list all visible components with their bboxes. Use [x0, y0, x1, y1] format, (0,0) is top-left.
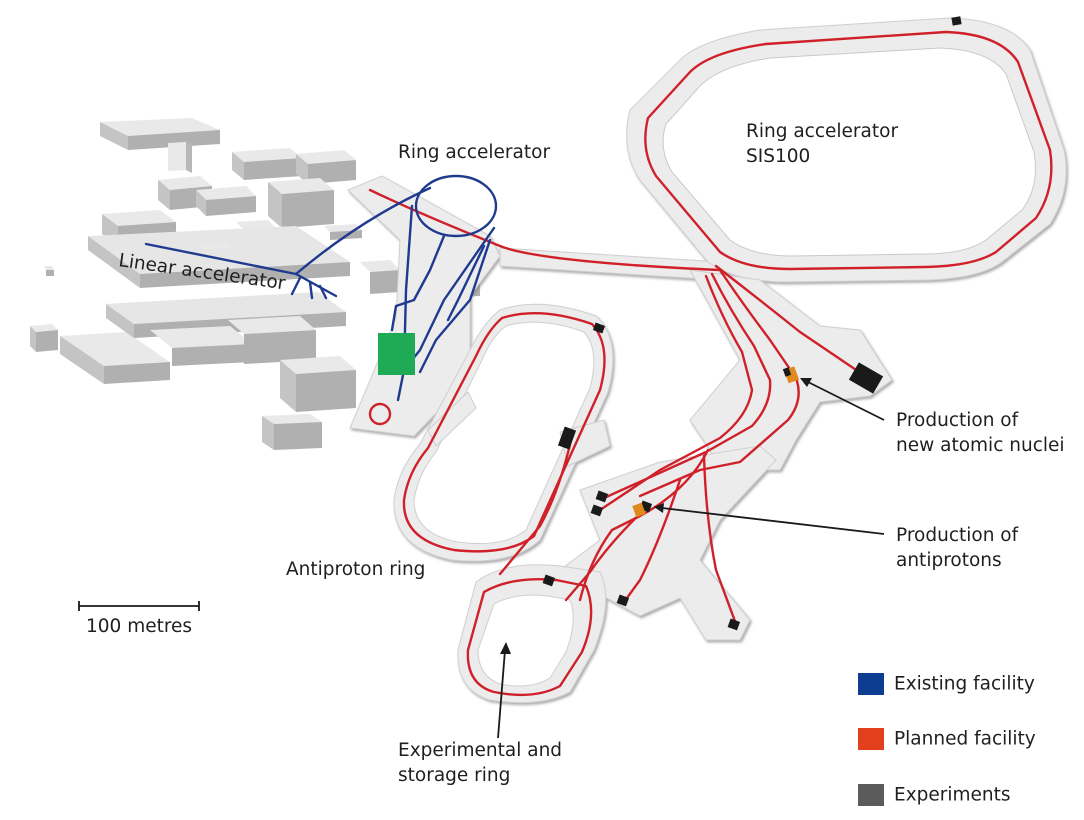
- building-block: [296, 150, 356, 184]
- experiment-branch: [702, 454, 738, 626]
- label-storage-ring-line1: Experimental and: [398, 740, 562, 761]
- label-antiproton-ring: Antiproton ring: [286, 559, 425, 580]
- green-target-block: [378, 333, 415, 375]
- ring-extraction-beamline: [390, 234, 446, 332]
- building-block: [196, 186, 256, 216]
- building-block: [60, 332, 170, 384]
- experiment-station: [542, 574, 556, 587]
- experiment-station: [848, 362, 884, 394]
- experiment-station: [727, 618, 741, 631]
- experiment-branch: [622, 478, 682, 604]
- legend-item-planned: Planned facility: [858, 728, 1036, 750]
- existing-ring-accelerator: [414, 174, 498, 238]
- experiment-station: [590, 504, 604, 517]
- legend-label-existing: Existing facility: [894, 673, 1035, 695]
- linear-accelerator-beamline: [144, 242, 298, 276]
- experiment-station: [592, 322, 606, 334]
- site-platforms: [347, 17, 1067, 704]
- legend-item-experiments: Experiments: [858, 784, 1011, 806]
- legend-label-planned: Planned facility: [894, 728, 1036, 750]
- small-red-ring: [368, 402, 392, 426]
- experiment-stations: [542, 16, 962, 631]
- antiproton-ring-beamline: [402, 312, 606, 553]
- ring-extraction-beamline: [418, 238, 492, 374]
- building-block: [198, 242, 232, 250]
- sis100-ring-interior: [662, 47, 1036, 257]
- building-block: [30, 324, 58, 352]
- building-block: [100, 118, 220, 150]
- building-block: [232, 148, 302, 180]
- planned-beamlines: [368, 30, 1053, 697]
- legend-swatch-experiments: [858, 784, 884, 806]
- production-targets: [632, 366, 800, 518]
- experiment-station: [616, 594, 630, 607]
- scale-bar-label: 100 metres: [86, 616, 192, 637]
- super-frs-beamline: [602, 272, 772, 500]
- arrowhead: [800, 378, 812, 387]
- super-frs-beamline: [714, 264, 870, 380]
- building-block: [360, 260, 400, 294]
- building-block: [268, 178, 334, 228]
- arrow-storage-ring: [497, 649, 506, 739]
- legend-swatch-existing: [858, 673, 884, 695]
- linac-branches: [290, 272, 338, 300]
- arrow-production-nuclei: [807, 381, 885, 421]
- label-ring-accelerator: Ring accelerator: [398, 142, 550, 163]
- super-frs-beamline: [598, 274, 754, 512]
- label-sis100-line1: Ring accelerator: [746, 121, 898, 142]
- label-production-nuclei-line2: new atomic nuclei: [896, 435, 1065, 456]
- sis100-beamline: [644, 30, 1053, 271]
- label-production-antiprotons-line1: Production of: [896, 525, 1019, 546]
- legend-label-experiments: Experiments: [894, 784, 1011, 806]
- building-block: [262, 414, 322, 450]
- arrowhead: [500, 642, 511, 654]
- building-block: [88, 226, 350, 288]
- antiproton-crossing: [427, 391, 477, 447]
- scale-bar: [78, 601, 200, 611]
- ring-extraction-beamline: [446, 244, 486, 322]
- production-target-antiprotons: [632, 502, 646, 518]
- text-labels: Ring accelerator Ring accelerator SIS100…: [86, 121, 1065, 786]
- experiment-station: [557, 426, 577, 450]
- storage-ring-beamline: [466, 578, 593, 697]
- label-production-nuclei-line1: Production of: [896, 410, 1019, 431]
- building-block: [44, 266, 54, 276]
- building-block: [228, 316, 316, 364]
- production-target-nuclei-core: [782, 367, 792, 377]
- label-storage-ring-line2: storage ring: [398, 765, 510, 786]
- legend-swatch-planned: [858, 728, 884, 750]
- arrow-production-antiprotons: [661, 507, 885, 535]
- experiment-station: [595, 490, 609, 503]
- transfer-beamline: [368, 188, 722, 272]
- label-production-antiprotons-line2: antiprotons: [896, 550, 1002, 571]
- linac-to-ring-beamline: [294, 186, 432, 276]
- experiment-station: [951, 16, 962, 26]
- label-sis100-line2: SIS100: [746, 146, 810, 167]
- callout-arrows: [497, 378, 885, 739]
- arrowhead: [654, 503, 664, 513]
- building-block: [280, 356, 356, 412]
- storage-ring-hole: [477, 594, 574, 687]
- legend-item-existing: Existing facility: [858, 673, 1035, 695]
- building-block: [168, 142, 192, 173]
- building-block: [150, 326, 252, 366]
